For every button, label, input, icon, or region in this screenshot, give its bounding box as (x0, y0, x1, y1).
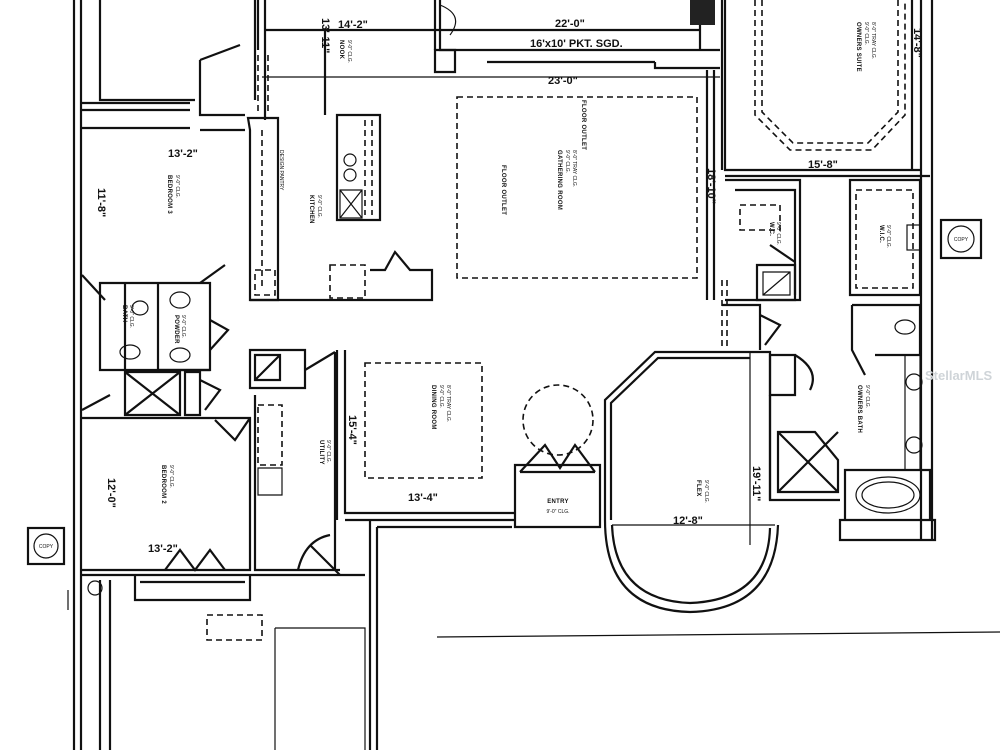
copy-stamp-left: COPY (26, 526, 66, 566)
room-owners-bath: OWNERS BATH 9'-0" CLG. (856, 385, 870, 433)
svg-text:9'-0" CLG.: 9'-0" CLG. (325, 440, 331, 463)
svg-text:8'-0" TRAY CLG.: 8'-0" TRAY CLG. (445, 385, 451, 422)
svg-text:BEDROOM 3: BEDROOM 3 (166, 175, 172, 214)
room-kitchen: KITCHEN 9'-0" CLG. (308, 195, 322, 224)
room-utility: UTILITY 9'-0" CLG. (318, 440, 331, 465)
room-pantry: DESIGN PANTRY (278, 150, 284, 191)
watermark: StellarMLS (925, 368, 993, 383)
room-owners-suite: OWNERS SUITE 9'-0" CLG. 8'-0" TRAY CLG. (855, 22, 876, 72)
room-labels: NOOK 9'-0" CLG. GATHERING ROOM 9'-0" CLG… (121, 22, 891, 515)
room-bedroom2: BEDROOM 2 9'-0" CLG. (160, 465, 174, 504)
dim-bedroom2-depth: 12'-0" (105, 478, 117, 508)
svg-text:COPY: COPY (954, 237, 969, 243)
walls (67, 0, 1000, 750)
dim-nook-width: 14'-2" (338, 19, 368, 31)
svg-text:GATHERING ROOM: GATHERING ROOM (556, 150, 562, 210)
svg-text:9'-0" CLG.: 9'-0" CLG. (885, 225, 891, 248)
room-wic: W.I.C. 9'-0" CLG. (878, 225, 891, 248)
svg-text:9'-0" CLG.: 9'-0" CLG. (775, 222, 781, 245)
room-dining: DINING ROOM 9'-0" CLG. 8'-0" TRAY CLG. (430, 385, 451, 430)
svg-text:W.I.C.: W.I.C. (878, 225, 884, 243)
svg-text:8'-0" TRAY CLG.: 8'-0" TRAY CLG. (571, 150, 577, 187)
svg-text:9'-0" CLG.: 9'-0" CLG. (546, 509, 569, 515)
dim-dining-depth: 15'-4" (346, 415, 358, 445)
dim-owners-suite-depth: 14'-8" (911, 28, 923, 58)
room-nook: NOOK 9'-0" CLG. (338, 40, 352, 63)
door-note: 16'x10' PKT. SGD. (530, 38, 623, 50)
svg-text:FLOOR OUTLET: FLOOR OUTLET (500, 165, 506, 215)
svg-text:BEDROOM 2: BEDROOM 2 (160, 465, 166, 504)
svg-text:9'-0" CLG.: 9'-0" CLG. (180, 315, 186, 338)
svg-text:UTILITY: UTILITY (318, 440, 324, 465)
svg-text:9'-0" CLG.: 9'-0" CLG. (564, 150, 570, 173)
svg-text:POWDER: POWDER (173, 315, 179, 344)
svg-text:DESIGN PANTRY: DESIGN PANTRY (278, 150, 284, 191)
room-owners-wc: W.C. 9'-0" CLG. (768, 222, 781, 245)
svg-text:9'-0" CLG.: 9'-0" CLG. (174, 175, 180, 198)
room-floor-outlet-2: FLOOR OUTLET (500, 165, 506, 215)
room-bath: BATH 9'-0" CLG. (121, 305, 134, 328)
room-powder: POWDER 9'-0" CLG. (173, 315, 186, 344)
svg-text:9'-0" CLG.: 9'-0" CLG. (168, 465, 174, 488)
dim-gathering-top: 22'-0" (555, 18, 585, 30)
dim-bedroom2-width: 13'-2" (148, 543, 178, 555)
svg-text:W.C.: W.C. (768, 222, 774, 236)
dim-gathering-depth: 18'-10" (705, 168, 717, 204)
room-bedroom3: BEDROOM 3 9'-0" CLG. (166, 175, 180, 214)
copy-stamp-right: COPY (939, 218, 983, 260)
svg-text:8'-0" TRAY CLG.: 8'-0" TRAY CLG. (870, 22, 876, 59)
svg-text:OWNERS SUITE: OWNERS SUITE (855, 22, 861, 72)
svg-text:KITCHEN: KITCHEN (308, 195, 314, 224)
dim-bedroom3-width: 13'-2" (168, 148, 198, 160)
dimension-labels: 14'-2" 13'-11" 22'-0" 16'x10' PKT. SGD. … (95, 18, 923, 555)
dim-flex-width: 12'-8" (673, 515, 703, 527)
svg-text:9'-0" CLG.: 9'-0" CLG. (863, 22, 869, 45)
dim-flex-depth: 19'-11" (750, 466, 762, 501)
svg-text:OWNERS BATH: OWNERS BATH (856, 385, 862, 433)
dim-gathering-width: 23'-0" (548, 75, 578, 87)
dim-bedroom3-depth: 11'-8" (95, 188, 107, 217)
svg-text:NOOK: NOOK (338, 40, 344, 60)
svg-text:DINING ROOM: DINING ROOM (430, 385, 436, 430)
room-flex: FLEX 9'-0" CLG. (695, 480, 709, 503)
svg-text:9'-0" CLG.: 9'-0" CLG. (346, 40, 352, 63)
svg-text:FLOOR OUTLET: FLOOR OUTLET (580, 100, 586, 150)
dim-owners-suite-width: 15'-8" (808, 159, 838, 171)
room-entry: ENTRY 9'-0" CLG. (546, 499, 569, 515)
dim-dining-width: 13'-4" (408, 492, 438, 504)
svg-text:ENTRY: ENTRY (547, 499, 569, 505)
svg-text:BATH: BATH (121, 305, 127, 322)
svg-text:FLEX: FLEX (695, 480, 701, 497)
svg-text:COPY: COPY (39, 544, 54, 550)
svg-text:9'-0" CLG.: 9'-0" CLG. (316, 195, 322, 218)
room-floor-outlet-1: FLOOR OUTLET (580, 100, 586, 150)
svg-text:9'-0" CLG.: 9'-0" CLG. (703, 480, 709, 503)
room-gathering: GATHERING ROOM 9'-0" CLG. 8'-0" TRAY CLG… (556, 150, 577, 210)
svg-text:9'-0" CLG.: 9'-0" CLG. (864, 385, 870, 408)
dim-nook-depth: 13'-11" (319, 18, 331, 53)
svg-text:9'-0" CLG.: 9'-0" CLG. (128, 305, 134, 328)
svg-text:9'-0" CLG.: 9'-0" CLG. (438, 385, 444, 408)
